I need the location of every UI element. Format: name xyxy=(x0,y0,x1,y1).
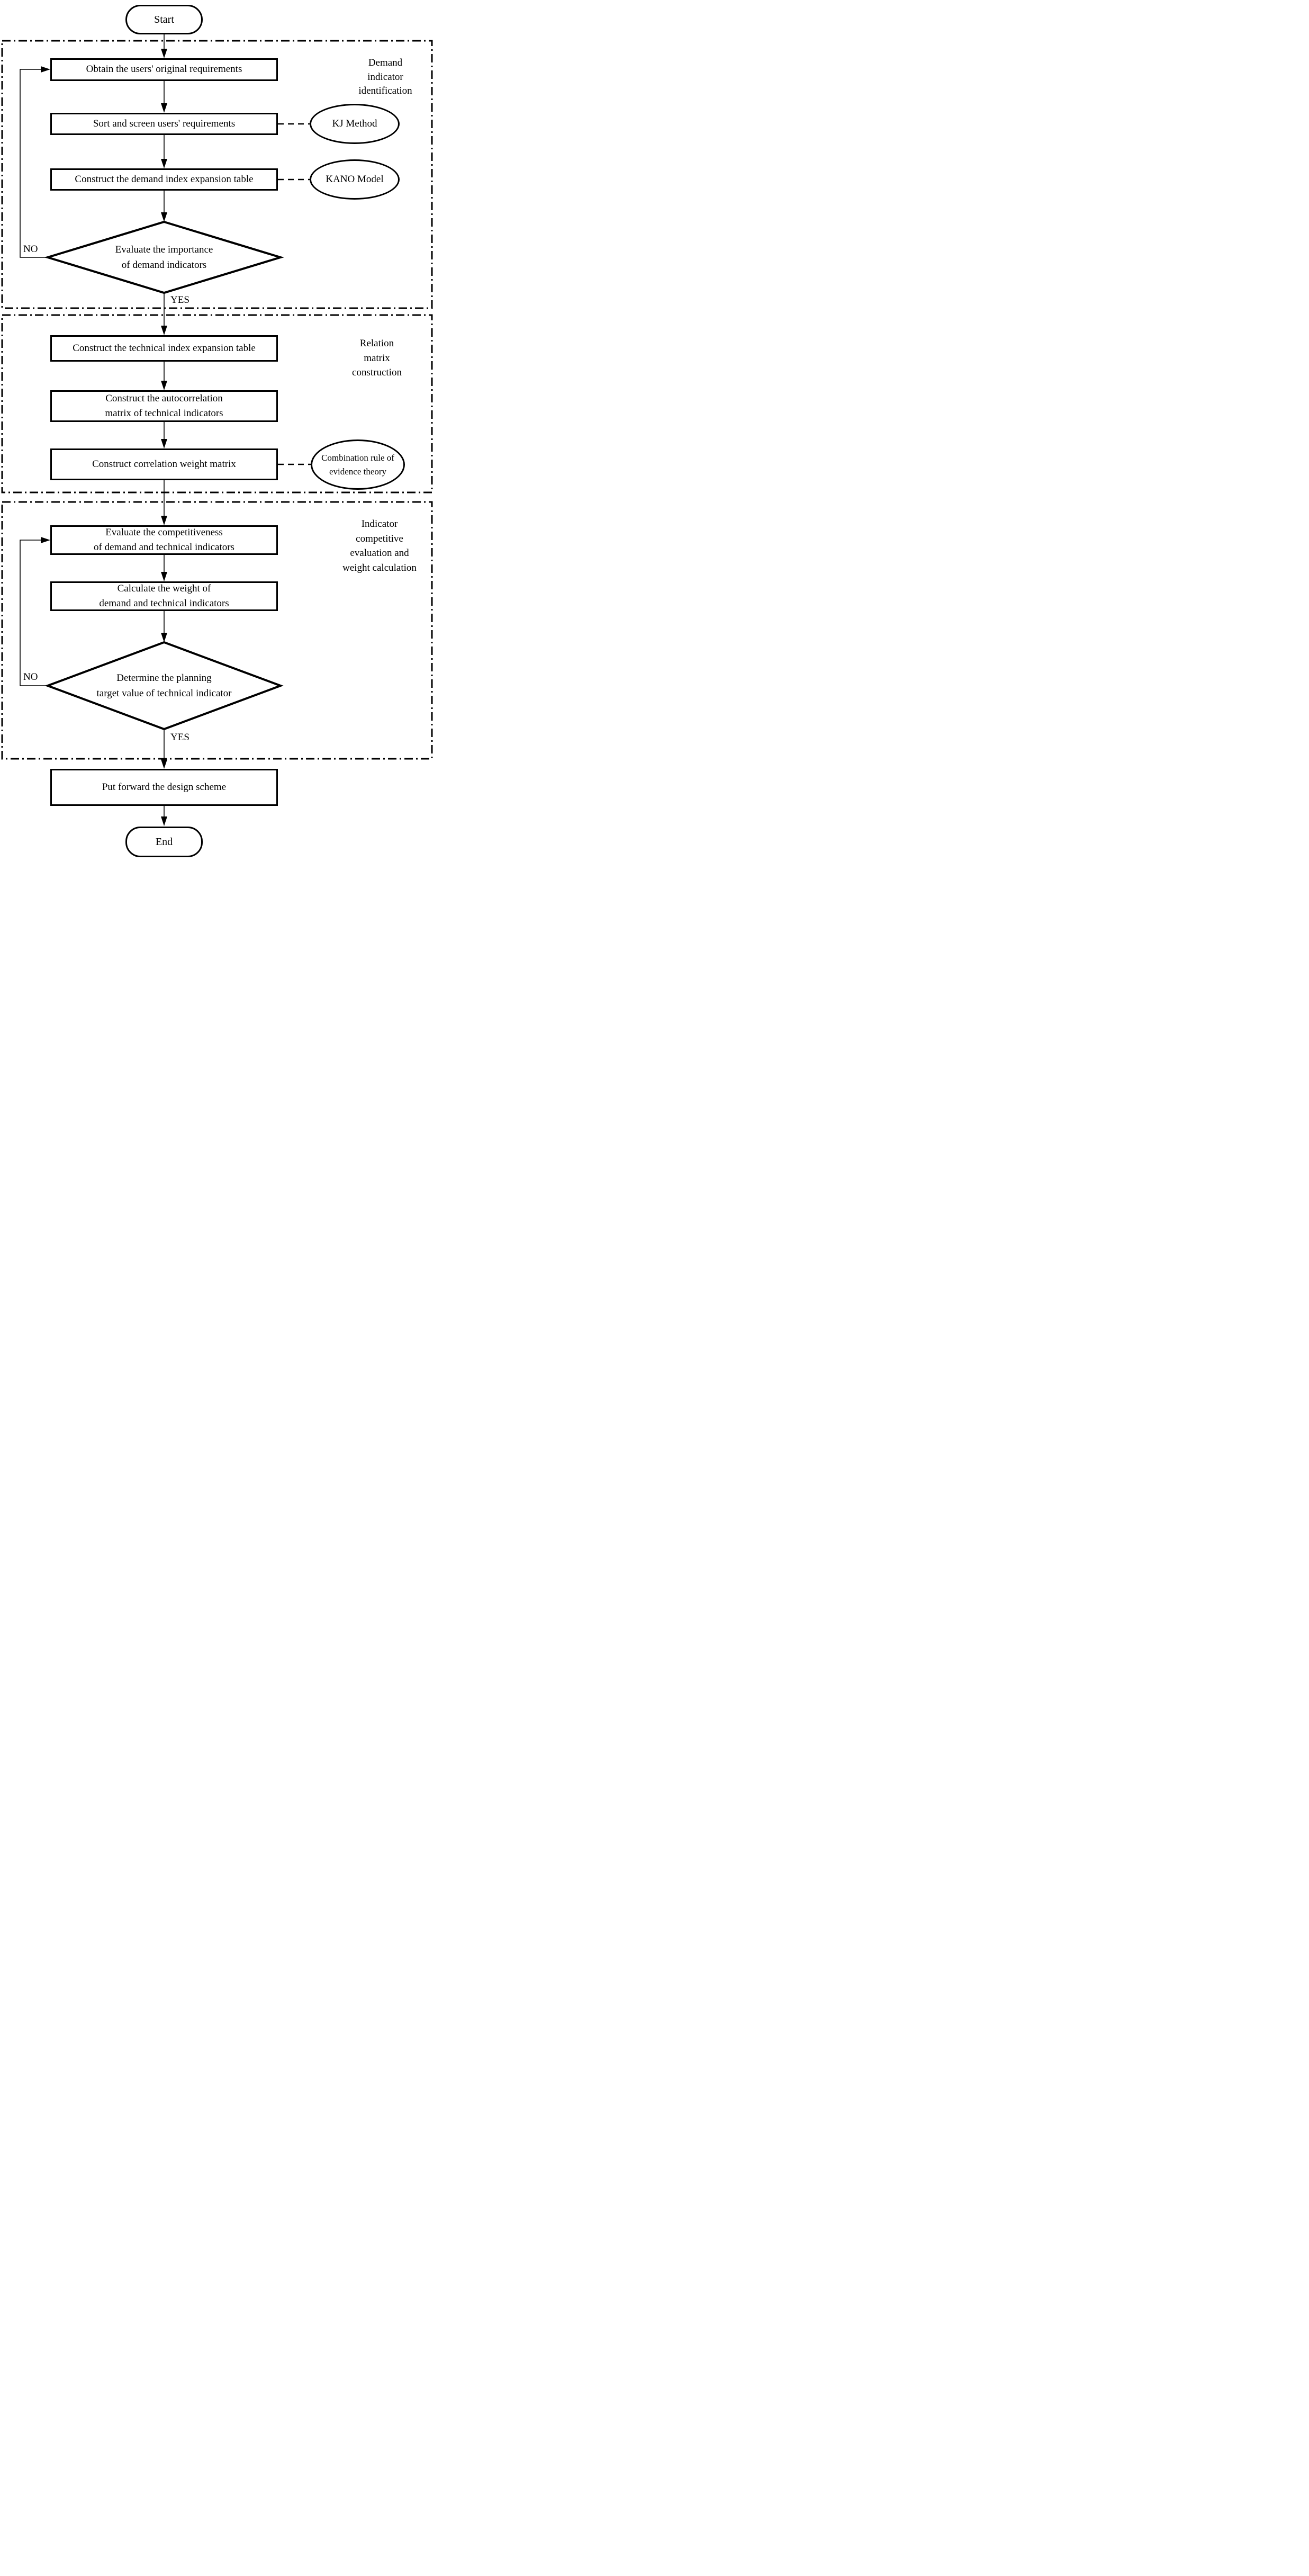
process-sort-screen-label: Sort and screen users' requirements xyxy=(93,118,236,129)
terminator-start: Start xyxy=(125,5,203,34)
process-evaluate-competitiveness-label: Evaluate the competitiveness of demand a… xyxy=(94,526,234,553)
decision-determine-target-label: Determine the planning target value of t… xyxy=(96,672,232,699)
ellipse-kj-method-label: KJ Method xyxy=(332,118,377,129)
edge-label-yes-2: YES xyxy=(170,732,189,743)
section-label-indicator: Indicator competitive evaluation and wei… xyxy=(342,518,417,573)
process-technical-index-table-label: Construct the technical index expansion … xyxy=(73,342,256,354)
process-obtain-requirements: Obtain the users' original requirements xyxy=(50,58,278,81)
ellipse-kano-model: KANO Model xyxy=(310,159,400,200)
decision-evaluate-importance: Evaluate the importance of demand indica… xyxy=(69,240,259,274)
method-connectors xyxy=(278,123,311,465)
process-correlation-weight-matrix-label: Construct correlation weight matrix xyxy=(92,458,236,470)
process-autocorrelation-matrix: Construct the autocorrelation matrix of … xyxy=(50,390,278,422)
section-label-relation: Relation matrix construction xyxy=(352,338,402,379)
terminator-end: End xyxy=(125,827,203,857)
terminator-end-label: End xyxy=(155,836,173,848)
process-calculate-weight-label: Calculate the weight of demand and techn… xyxy=(99,582,229,609)
connector-layer xyxy=(1,34,433,826)
no-feedback-loops xyxy=(20,66,50,686)
section-label-demand: Demand indicator identification xyxy=(358,57,412,97)
process-correlation-weight-matrix: Construct correlation weight matrix xyxy=(50,448,278,480)
edge-label-yes-1: YES xyxy=(170,294,189,306)
process-put-forward: Put forward the design scheme xyxy=(50,769,278,806)
decision-shapes xyxy=(44,220,284,731)
section-border-indicator xyxy=(1,501,433,760)
ellipse-combination-rule-label: Combination rule of evidence theory xyxy=(321,453,394,477)
ellipse-combination-rule: Combination rule of evidence theory xyxy=(311,439,405,490)
decision-evaluate-importance-label: Evaluate the importance of demand indica… xyxy=(115,244,213,271)
process-demand-index-table: Construct the demand index expansion tab… xyxy=(50,168,278,191)
process-demand-index-table-label: Construct the demand index expansion tab… xyxy=(75,173,254,185)
section-border-relation xyxy=(1,314,433,493)
ellipse-kano-model-label: KANO Model xyxy=(326,173,384,185)
edge-label-no-1: NO xyxy=(23,244,38,255)
process-sort-screen: Sort and screen users' requirements xyxy=(50,113,278,135)
process-autocorrelation-matrix-label: Construct the autocorrelation matrix of … xyxy=(105,392,223,419)
process-obtain-requirements-label: Obtain the users' original requirements xyxy=(86,64,242,75)
ellipse-kj-method: KJ Method xyxy=(310,104,400,144)
flow-arrows xyxy=(161,34,167,826)
process-evaluate-competitiveness: Evaluate the competitiveness of demand a… xyxy=(50,525,278,555)
flowchart-canvas: Start End Obtain the users' original req… xyxy=(0,0,436,859)
edge-label-no-2: NO xyxy=(23,671,38,683)
terminator-start-label: Start xyxy=(154,14,174,25)
section-borders xyxy=(1,40,433,760)
process-technical-index-table: Construct the technical index expansion … xyxy=(50,335,278,362)
decision-determine-target: Determine the planning target value of t… xyxy=(58,669,270,703)
process-calculate-weight: Calculate the weight of demand and techn… xyxy=(50,581,278,611)
process-put-forward-label: Put forward the design scheme xyxy=(102,781,227,793)
section-border-demand xyxy=(1,40,433,309)
